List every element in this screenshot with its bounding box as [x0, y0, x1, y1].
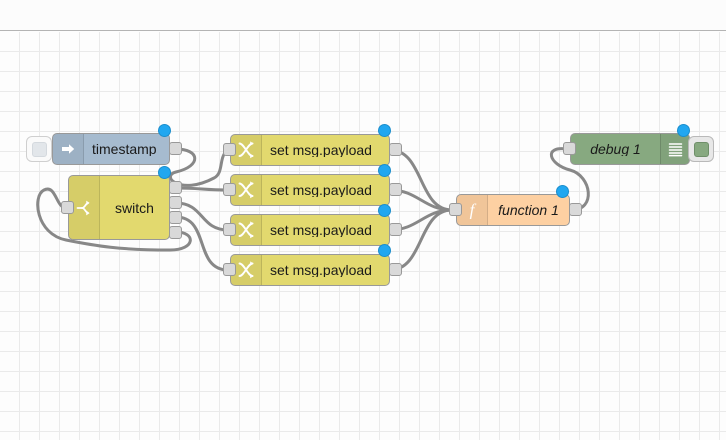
function-f-icon: f: [457, 195, 488, 225]
debug-input-port[interactable]: [563, 142, 576, 155]
inject-output-port[interactable]: [169, 142, 182, 155]
switch-output-port-3[interactable]: [169, 211, 182, 224]
debug-node-label: debug 1: [590, 142, 641, 156]
switch-output-port-4[interactable]: [169, 226, 182, 239]
function-output-port[interactable]: [569, 203, 582, 216]
change-node-label: set msg.payload: [270, 223, 372, 237]
change-4-output-port[interactable]: [389, 263, 402, 276]
switch-output-port-1[interactable]: [169, 181, 182, 194]
switch-branch-icon: [69, 176, 100, 239]
function-status-dot: [556, 185, 569, 198]
switch-node-label: switch: [115, 200, 154, 215]
debug-toggle-button[interactable]: [688, 136, 714, 162]
change-swap-icon: [231, 135, 262, 165]
switch-output-port-2[interactable]: [169, 196, 182, 209]
switch-status-dot: [158, 166, 171, 179]
function-node-label: function 1: [498, 203, 559, 217]
function-input-port[interactable]: [449, 203, 462, 216]
change-3-status-dot: [378, 204, 391, 217]
change-3-output-port[interactable]: [389, 223, 402, 236]
node-change-4[interactable]: set msg.payload: [230, 254, 390, 286]
debug-status-dot: [677, 124, 690, 137]
change-swap-icon: [231, 255, 262, 285]
change-1-input-port[interactable]: [223, 143, 236, 156]
change-swap-icon: [231, 175, 262, 205]
change-1-status-dot: [378, 124, 391, 137]
node-inject-timestamp[interactable]: timestamp: [52, 133, 170, 165]
node-change-2[interactable]: set msg.payload: [230, 174, 390, 206]
svg-text:f: f: [470, 201, 477, 219]
change-4-input-port[interactable]: [223, 263, 236, 276]
change-3-input-port[interactable]: [223, 223, 236, 236]
editor-top-bar: [0, 0, 726, 31]
switch-input-port[interactable]: [61, 201, 74, 214]
debug-lines-icon: [660, 134, 689, 164]
change-swap-icon: [231, 215, 262, 245]
change-node-label: set msg.payload: [270, 183, 372, 197]
change-2-output-port[interactable]: [389, 183, 402, 196]
change-1-output-port[interactable]: [389, 143, 402, 156]
inject-arrow-icon: [53, 134, 84, 164]
change-node-label: set msg.payload: [270, 263, 372, 277]
node-function-1[interactable]: f function 1: [456, 194, 570, 226]
node-change-1[interactable]: set msg.payload: [230, 134, 390, 166]
change-4-status-dot: [378, 244, 391, 257]
change-2-input-port[interactable]: [223, 183, 236, 196]
node-switch[interactable]: switch: [68, 175, 170, 240]
node-debug-1[interactable]: debug 1: [570, 133, 690, 165]
change-2-status-dot: [378, 164, 391, 177]
inject-node-label: timestamp: [92, 142, 157, 156]
inject-button-inner: [31, 141, 47, 157]
debug-button-inner: [693, 141, 709, 157]
inject-trigger-button[interactable]: [26, 136, 52, 162]
node-change-3[interactable]: set msg.payload: [230, 214, 390, 246]
inject-status-dot: [158, 124, 171, 137]
change-node-label: set msg.payload: [270, 143, 372, 157]
